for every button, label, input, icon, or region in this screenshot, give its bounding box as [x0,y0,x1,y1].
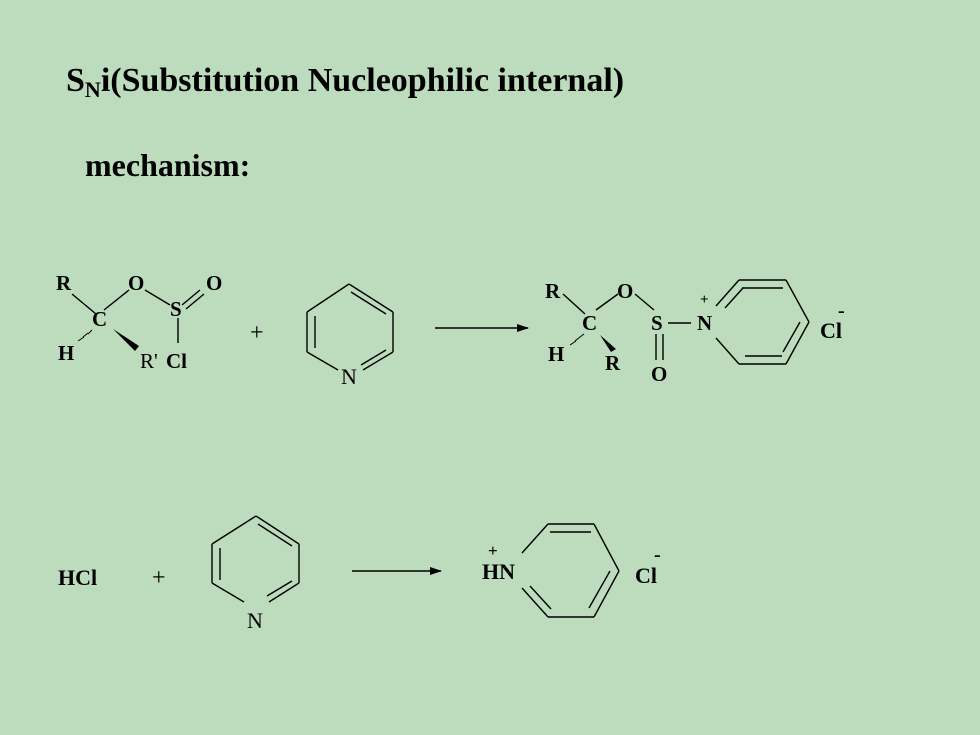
pyridine-ring-2 [211,515,300,603]
counterion-2: Cl [635,563,657,588]
product-atom-o: O [617,279,633,303]
product-atom-s: S [651,311,663,335]
product-atom-r2: R [605,351,621,375]
hcl-reagent: HCl [58,565,97,590]
product-plus-charge: + [700,292,709,308]
product-counterion: Cl [820,318,842,343]
pyridine-ring-1 [306,283,394,371]
slide-title: SNi(Substitution Nucleophilic internal) [66,62,625,102]
plus-sign-1: + [250,320,264,346]
atom-r-prime: R' [140,349,158,373]
product-counterion-charge: - [838,300,845,322]
plus-sign-2: + [152,565,166,591]
pyridinium-hn: HN [482,559,515,584]
mechanism-heading: mechanism: [85,147,251,183]
atom-c: C [92,307,107,331]
atom-o-ring: O [128,271,144,295]
product-atom-c: C [582,311,597,335]
counterion-charge-2: - [654,544,661,566]
product-atom-r: R [545,279,561,303]
atom-r: R [56,271,72,295]
atom-h: H [58,341,74,365]
atom-s: S [170,297,182,321]
sulfite-pyridinium-product [562,279,810,365]
pyridine-n-2: N [247,608,263,633]
pyridinium-ring [521,523,620,618]
atom-o-double: O [206,271,222,295]
pyridinium-charge: + [488,541,498,560]
product-atom-o-double: O [651,362,667,386]
product-atom-h: H [548,342,564,366]
product-atom-n: N [697,311,712,335]
chlorosulfite-reactant [71,289,205,351]
atom-cl: Cl [166,349,187,373]
pyridine-n-1: N [341,364,357,389]
